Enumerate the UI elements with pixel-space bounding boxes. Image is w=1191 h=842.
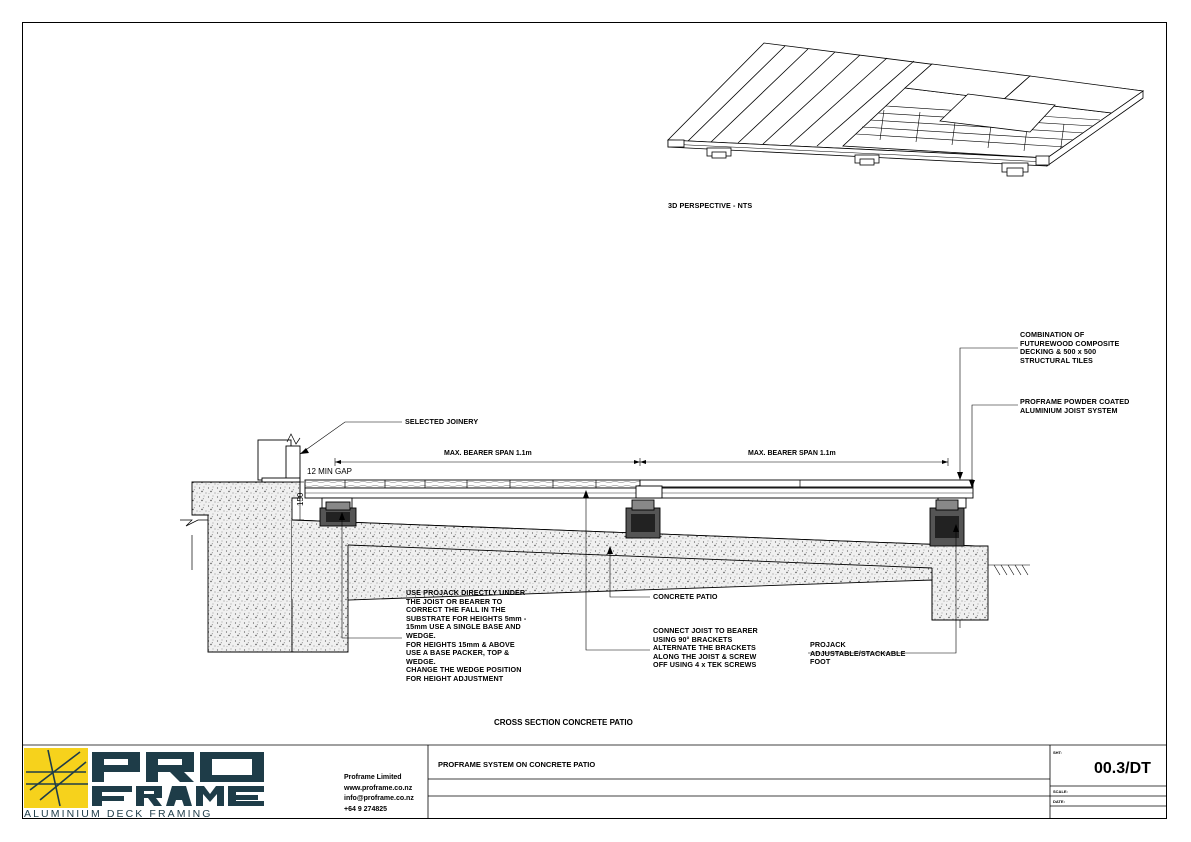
dim-span-1: MAX. BEARER SPAN 1.1m xyxy=(444,450,532,457)
label-concrete-patio: CONCRETE PATIO xyxy=(653,592,718,601)
date-label: DATE: xyxy=(1053,799,1065,804)
sheet-label: SHT: xyxy=(1053,750,1062,755)
dim-height: 150 xyxy=(296,492,305,506)
sheet-border xyxy=(22,22,1167,819)
label-connect-joist: CONNECT JOIST TO BEARER USING 90° BRACKE… xyxy=(653,626,758,670)
dim-span-2: MAX. BEARER SPAN 1.1m xyxy=(748,450,836,457)
label-projack-foot: PROJACK ADJUSTABLE/STACKABLE FOOT xyxy=(810,640,906,667)
perspective-view xyxy=(667,42,1145,177)
scale-label: SCALE: xyxy=(1053,789,1068,794)
label-selected-joinery: SELECTED JOINERY xyxy=(405,417,479,426)
cross-section xyxy=(180,347,1030,654)
label-projack-note: USE PROJACK DIRECTLY UNDER THE JOIST OR … xyxy=(406,588,527,683)
joinery xyxy=(257,433,301,483)
title-block-lines xyxy=(22,744,1167,819)
logo-subtitle: ALUMINIUM DECK FRAMING xyxy=(24,808,213,820)
dim-gap: 12 MIN GAP xyxy=(307,467,352,476)
sheet-number: 00.3/DT xyxy=(1094,760,1151,777)
proframe-logo xyxy=(24,748,264,808)
perspective-caption: 3D PERSPECTIVE - NTS xyxy=(668,201,753,210)
company-details: Proframe Limited www.proframe.co.nz info… xyxy=(344,774,414,813)
section-title: CROSS SECTION CONCRETE PATIO xyxy=(494,718,633,727)
label-combination: COMBINATION OF FUTUREWOOD COMPOSITE DECK… xyxy=(1020,330,1120,365)
project-title: PROFRAME SYSTEM ON CONCRETE PATIO xyxy=(438,760,596,769)
label-proframe-joist: PROFRAME POWDER COATED ALUMINIUM JOIST S… xyxy=(1020,397,1130,415)
